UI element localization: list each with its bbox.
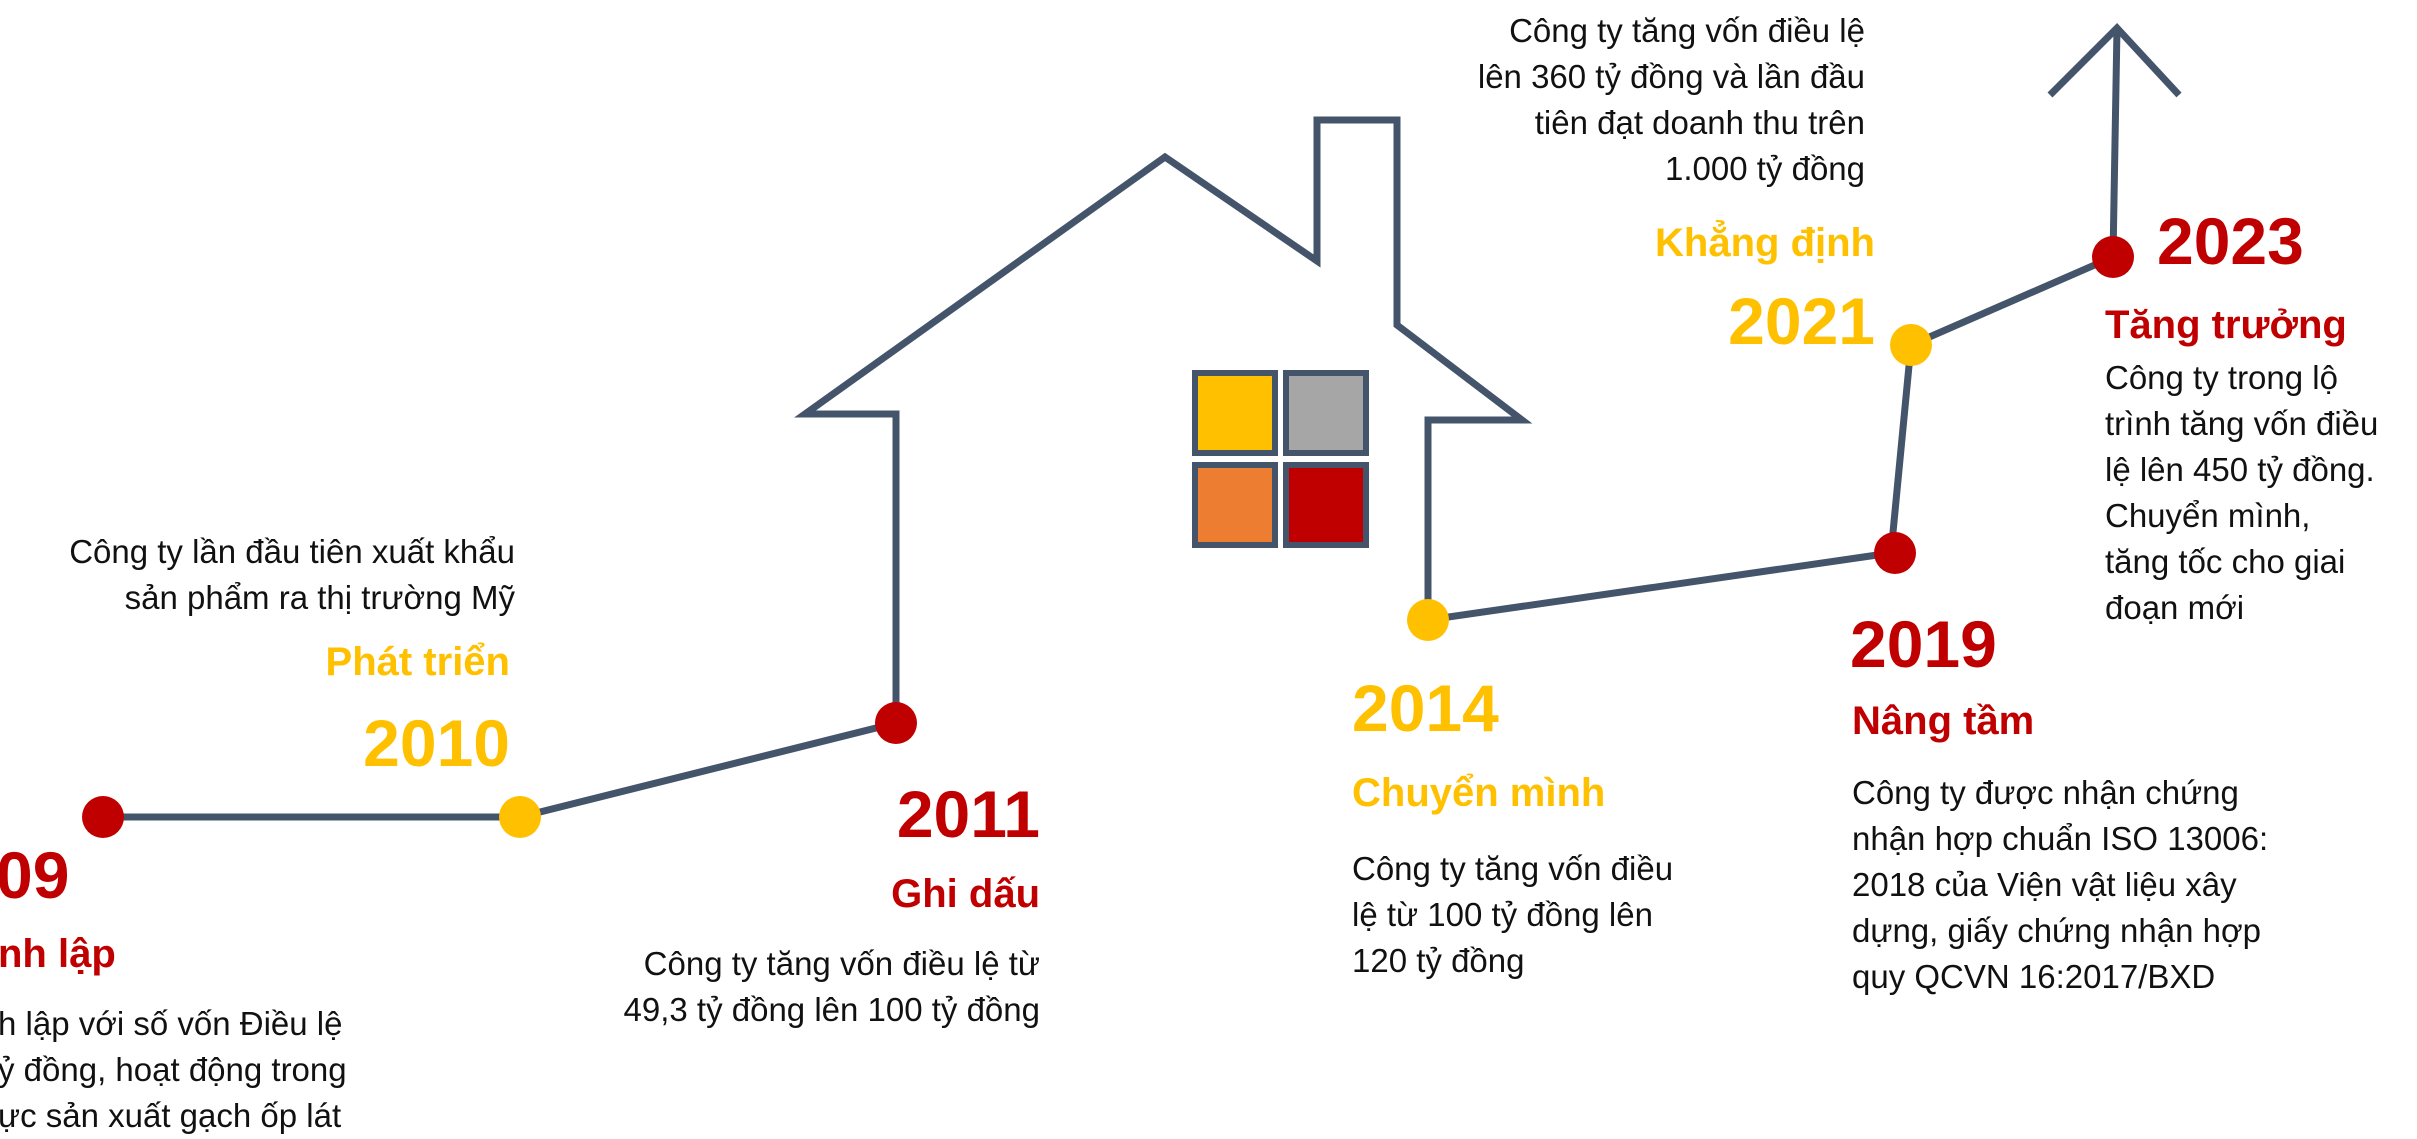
window-square-gray (1283, 370, 1369, 456)
desc-2021-line-2: lên 360 tỷ đồng và lần đầu (1477, 58, 1865, 95)
desc-2019-line-5: quy QCVN 16:2017/BXD (1852, 958, 2216, 995)
milestone-dot-2021 (1890, 324, 1932, 366)
phase-2010: Phát triển (325, 640, 510, 684)
window-square-orange (1192, 462, 1278, 548)
phase-2014: Chuyển mình (1352, 771, 1606, 815)
window-square-yellow (1192, 370, 1278, 456)
milestone-dot-2009 (82, 796, 124, 838)
phase-2023: Tăng trưởng (2105, 303, 2347, 347)
timeline-path (103, 27, 2121, 821)
growth-arrow-head (2047, 22, 2182, 98)
desc-2023-line-6: đoạn mới (2105, 589, 2245, 626)
desc-2014-line-1: Công ty tăng vốn điều (1352, 850, 1674, 887)
milestone-dot-2014 (1407, 599, 1449, 641)
phase-2019: Nâng tầm (1852, 699, 2035, 743)
milestone-dot-2011 (875, 702, 917, 744)
desc-2011: Công ty tăng vốn điều lệ từ 49,3 tỷ đồng… (520, 941, 1041, 1033)
window-square-red (1283, 462, 1369, 548)
desc-2014-line-2: lệ từ 100 tỷ đồng lên (1352, 896, 1653, 933)
year-2023: 2023 (2157, 204, 2304, 278)
year-2019: 2019 (1850, 607, 1997, 681)
year-2021: 2021 (1728, 284, 1875, 358)
desc-2011-line-2: 49,3 tỷ đồng lên 100 tỷ đồng (623, 991, 1041, 1028)
desc-2010-line-1: Công ty lần đầu tiên xuất khẩu (69, 533, 515, 570)
desc-2019-line-3: 2018 của Viện vật liệu xây (1852, 866, 2237, 903)
desc-2023-line-2: trình tăng vốn điều (2105, 405, 2379, 442)
desc-2021: Công ty tăng vốn điều lệ lên 360 tỷ đồng… (1380, 8, 1865, 192)
desc-2019-line-1: Công ty được nhận chứng (1852, 774, 2239, 811)
desc-2023-line-5: tăng tốc cho giai (2105, 543, 2346, 580)
phase-2021: Khẳng định (1655, 221, 1875, 265)
desc-2014: Công ty tăng vốn điều lệ từ 100 tỷ đồng … (1352, 846, 1752, 984)
milestone-dot-2023 (2092, 236, 2134, 278)
milestone-dot-2019 (1874, 532, 1916, 574)
phase-2011: Ghi dấu (891, 872, 1040, 916)
desc-2011-line-1: Công ty tăng vốn điều lệ từ (643, 945, 1040, 982)
desc-2009-line-1: h lập với số vốn Điều lệ (0, 1005, 343, 1042)
year-2009: 09 (0, 838, 70, 912)
year-2011: 2011 (896, 777, 1040, 851)
year-2014: 2014 (1352, 671, 1499, 745)
desc-2010: Công ty lần đầu tiên xuất khẩu sản phẩm … (0, 529, 515, 621)
phase-2009: nh lập (0, 932, 116, 976)
desc-2023-line-1: Công ty trong lộ (2105, 359, 2338, 396)
desc-2023-line-4: Chuyển mình, (2105, 497, 2311, 534)
desc-2023-line-3: lệ lên 450 tỷ đồng. (2105, 451, 2375, 488)
desc-2021-line-1: Công ty tăng vốn điều lệ (1509, 12, 1865, 49)
desc-2021-line-3: tiên đạt doanh thu trên (1534, 104, 1865, 141)
desc-2021-line-4: 1.000 tỷ đồng (1665, 150, 1865, 187)
milestone-dot-2010 (499, 796, 541, 838)
desc-2010-line-2: sản phẩm ra thị trường Mỹ (124, 579, 515, 616)
desc-2023: Công ty trong lộ trình tăng vốn điều lệ … (2105, 355, 2415, 631)
desc-2009: h lập với số vốn Điều lệ ỷ đồng, hoạt độ… (0, 1001, 418, 1139)
desc-2019: Công ty được nhận chứng nhận hợp chuẩn I… (1852, 770, 2322, 1000)
desc-2019-line-4: dựng, giấy chứng nhận hợp (1852, 912, 2261, 949)
desc-2019-line-2: nhận hợp chuẩn ISO 13006: (1852, 820, 2269, 857)
desc-2014-line-3: 120 tỷ đồng (1352, 942, 1525, 979)
year-2010: 2010 (363, 706, 510, 780)
desc-2009-line-2: ỷ đồng, hoạt động trong (0, 1051, 347, 1088)
desc-2009-line-3: ực sản xuất gạch ốp lát (0, 1097, 342, 1134)
